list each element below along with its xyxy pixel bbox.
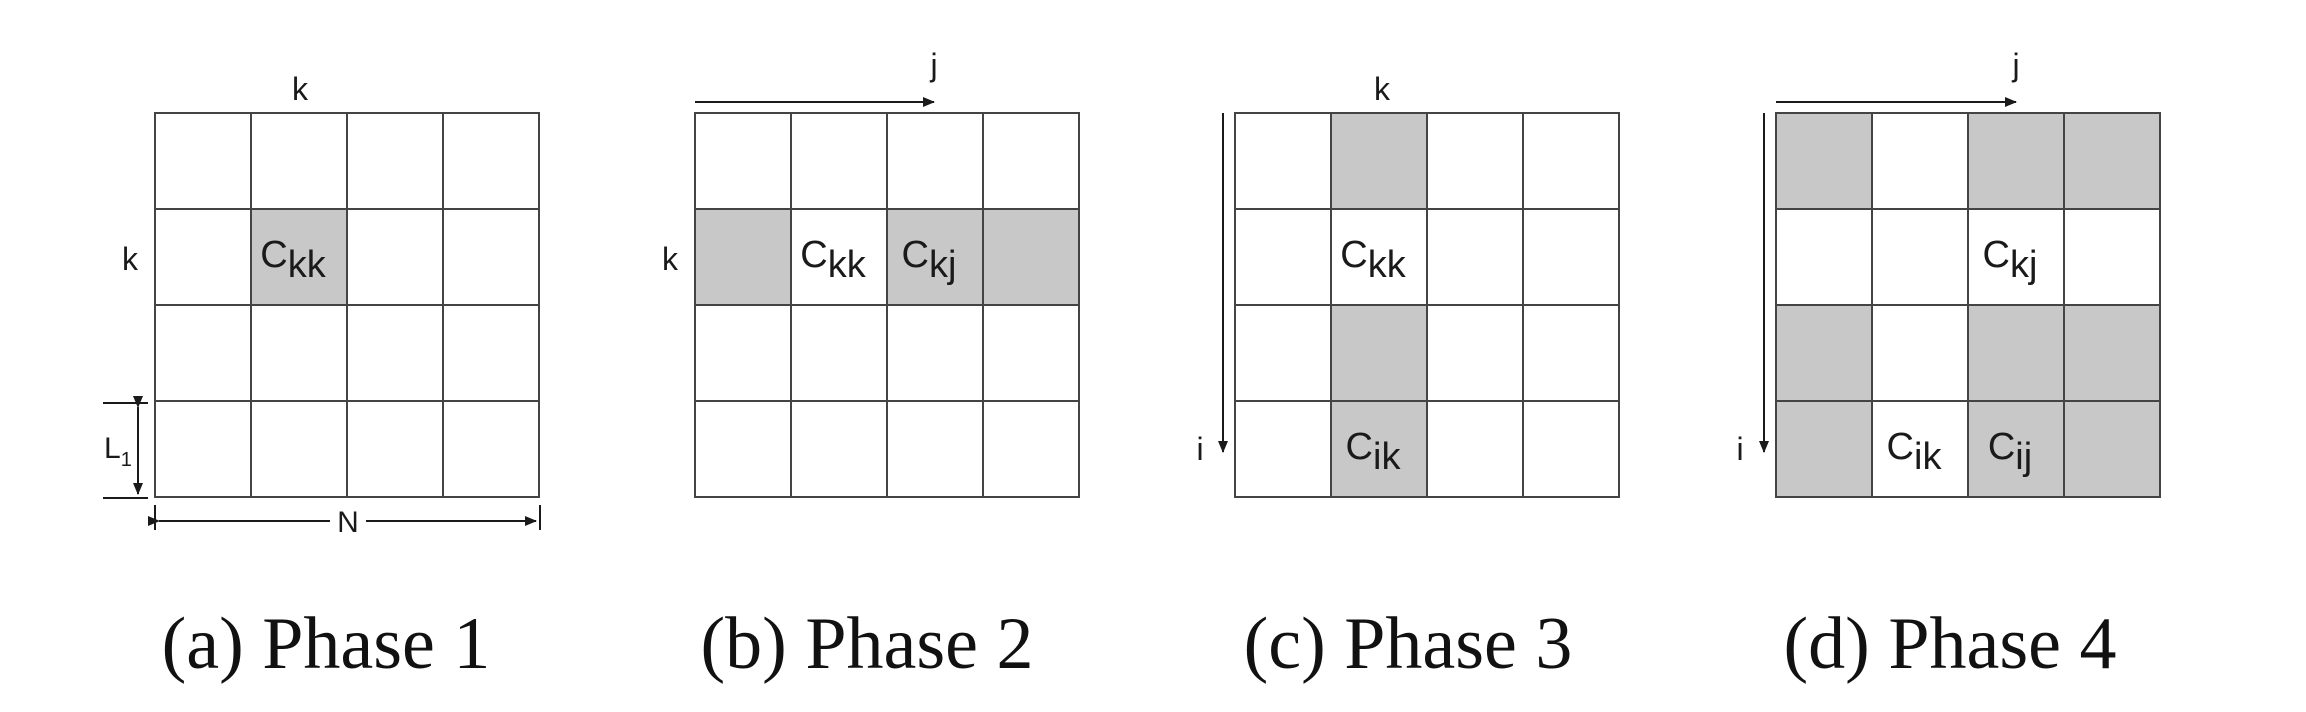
side-label: k [662,241,679,277]
matrix-block [694,112,792,210]
block-label-kk: Ckk [260,234,326,286]
matrix-block [1522,208,1620,306]
matrix-block [250,400,348,498]
shaded-block [982,208,1080,306]
block-label-kk: Ckk [1340,234,1406,286]
matrix-block [442,400,540,498]
matrix-block [2063,208,2161,306]
matrix-block [346,112,444,210]
matrix-block [154,304,252,402]
matrix-block [1522,304,1620,402]
shaded-block [886,208,984,306]
shaded-block [1967,304,2065,402]
matrix-block [1234,304,1332,402]
matrix-block [886,304,984,402]
shaded-block [2063,112,2161,210]
matrix-block [790,400,888,498]
caption: (b) Phase 2 [701,603,1034,685]
block-label-ik: Cik [1887,426,1943,478]
block-size-dimension: L1 [103,396,148,499]
shaded-block [250,208,348,306]
matrix-block [982,304,1080,402]
matrix-block [442,112,540,210]
shaded-block [1330,112,1428,210]
matrix-block [1426,112,1524,210]
matrix-block [1522,112,1620,210]
matrix-block [790,304,888,402]
matrix-block [1330,208,1428,306]
matrix-width-label: N [337,506,359,539]
side-label: i [1196,431,1203,467]
matrix-width-dimension: N [148,505,541,539]
matrix-block [442,208,540,306]
matrix-block [1426,208,1524,306]
matrix-block [1234,112,1332,210]
matrix-grid: Ckk [154,112,540,498]
side-label: k [122,241,139,277]
matrix-block [442,304,540,402]
block-label-kj: Ckj [1983,234,2038,286]
matrix-block [154,112,252,210]
block-label-kk: Ckk [800,234,866,286]
caption: (c) Phase 3 [1244,603,1573,685]
panel-phase-2: Ckk Ckj j k (b) Phase 2 [662,47,1080,685]
matrix-block [886,112,984,210]
matrix-block [346,400,444,498]
matrix-block [790,112,888,210]
matrix-block [1426,400,1524,498]
panel-phase-1: Ckk k k L1 N (a) Phase 1 [103,71,541,685]
matrix-block [1426,304,1524,402]
matrix-block [346,304,444,402]
matrix-block [982,112,1080,210]
matrix-block [1871,112,1969,210]
matrix-block [1522,400,1620,498]
shaded-block [1775,400,1873,498]
matrix-block [154,208,252,306]
matrix-block [694,400,792,498]
top-label: j [929,47,937,83]
caption: (d) Phase 4 [1784,603,2117,685]
matrix-block [886,400,984,498]
matrix-block [1234,400,1332,498]
caption: (a) Phase 1 [162,603,491,685]
matrix-block [1871,208,1969,306]
block-label-ik: Cik [1346,426,1402,478]
matrix-block [1871,400,1969,498]
matrix-block [1775,208,1873,306]
shaded-block [1775,304,1873,402]
block-label-ij: Cij [1988,426,2032,478]
shaded-block [2063,304,2161,402]
block-size-label: L1 [104,432,132,471]
shaded-block [2063,400,2161,498]
top-label: k [292,71,309,107]
block-label-kj: Ckj [902,234,957,286]
shaded-block [1330,304,1428,402]
matrix-grid: Ckk Ckj [694,112,1080,498]
matrix-block [154,400,252,498]
matrix-block [1871,304,1969,402]
shaded-block [694,208,792,306]
side-label: i [1736,431,1743,467]
matrix-block [1234,208,1332,306]
shaded-block [1967,400,2065,498]
matrix-block [346,208,444,306]
matrix-block [250,112,348,210]
matrix-block [250,304,348,402]
top-label: k [1374,71,1391,107]
shaded-block [1967,112,2065,210]
shaded-block [1775,112,1873,210]
top-label: j [2011,47,2019,83]
matrix-block [982,400,1080,498]
matrix-block [694,304,792,402]
